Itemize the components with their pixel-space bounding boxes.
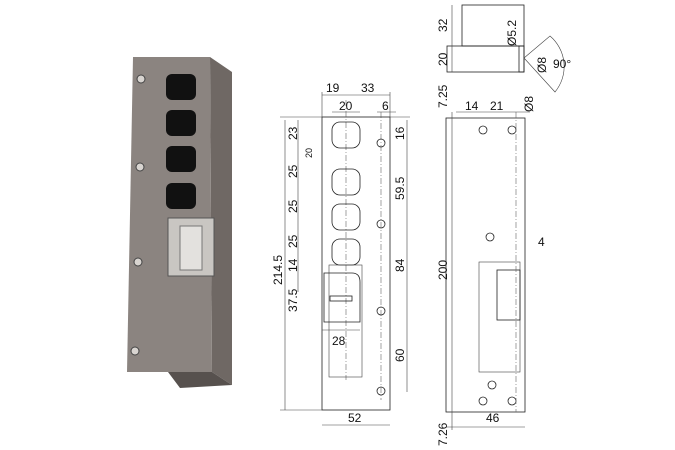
slot-4 — [166, 183, 196, 209]
dim-label: 16 — [393, 126, 407, 140]
dim-label: Ø5.2 — [505, 20, 519, 46]
dim-label: 20 — [339, 99, 353, 113]
dim-label: 4 — [538, 235, 545, 249]
dim-label: 214.5 — [271, 255, 285, 285]
dim-label: Ø8 — [535, 57, 549, 73]
screw-hole — [133, 257, 143, 267]
front-dimension-labels: 19 33 20 6 23 20 16 25 25 25 14 37.5 214… — [271, 81, 407, 425]
dim-label: 25 — [286, 164, 300, 178]
dim-label: 52 — [348, 411, 362, 425]
dim-label: 14 — [286, 258, 300, 272]
lock-side-face — [210, 57, 232, 385]
screw-hole — [135, 162, 145, 172]
dim-label: 7.26 — [436, 422, 450, 446]
dim-label: 6 — [382, 99, 389, 113]
lock-bottom — [168, 372, 232, 388]
dim-label: 21 — [490, 99, 504, 113]
dim-label: 14 — [465, 99, 479, 113]
side-view — [445, 4, 565, 430]
side-dimension-labels: 32 20 Ø5.2 Ø8 90° 7.25 14 21 Ø8 200 4 46… — [436, 18, 571, 446]
dim-label: 200 — [436, 260, 450, 280]
front-view — [280, 92, 410, 426]
lock-product-photo — [127, 57, 232, 388]
dim-label: 32 — [436, 18, 450, 32]
dim-label: 23 — [286, 126, 300, 140]
dim-label: 84 — [393, 258, 407, 272]
dim-label: 19 — [326, 81, 340, 95]
dim-label: 60 — [393, 348, 407, 362]
slot-1 — [166, 74, 196, 100]
screw-hole — [130, 346, 140, 356]
slot-3 — [166, 146, 196, 172]
dim-label: 33 — [361, 81, 375, 95]
dim-label: 46 — [486, 411, 500, 425]
slot-2 — [166, 110, 196, 136]
dim-label: 7.25 — [436, 84, 450, 108]
dim-label: Ø8 — [522, 96, 536, 112]
dim-label: 59.5 — [393, 176, 407, 200]
latch-bolt — [179, 225, 203, 271]
lock-front-plate — [127, 57, 212, 372]
dim-label: 25 — [286, 199, 300, 213]
screw-hole — [136, 74, 146, 84]
dim-label: 20 — [304, 148, 314, 158]
dim-label: 90° — [553, 57, 571, 71]
dim-label: 37.5 — [286, 288, 300, 312]
dim-label: 20 — [436, 52, 450, 66]
dim-label: 28 — [332, 334, 346, 348]
dim-label: 25 — [286, 234, 300, 248]
